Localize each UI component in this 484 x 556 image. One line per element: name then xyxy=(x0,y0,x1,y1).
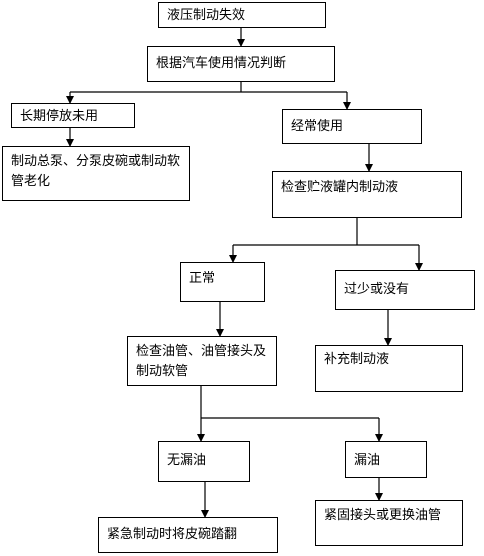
node-check-lines: 检查油管、油管接头及制动软管 xyxy=(127,336,277,386)
node-leak: 漏油 xyxy=(345,441,427,478)
node-low-or-none: 过少或没有 xyxy=(335,270,475,310)
node-long-unused: 长期停放未用 xyxy=(11,103,135,128)
node-tighten-replace: 紧固接头或更换油管 xyxy=(315,500,463,546)
node-normal: 正常 xyxy=(180,262,265,302)
node-refill: 补充制动液 xyxy=(315,345,463,392)
node-often-used: 经常使用 xyxy=(282,109,422,144)
node-judge: 根据汽车使用情况判断 xyxy=(147,46,335,82)
node-aging: 制动总泵、分泵皮碗或制动软管老化 xyxy=(2,146,190,201)
node-root: 液压制动失效 xyxy=(158,2,326,28)
node-no-leak: 无漏油 xyxy=(158,441,250,482)
node-flipped-cup: 紧急制动时将皮碗踏翻 xyxy=(98,517,278,553)
node-check-reservoir: 检查贮液罐内制动液 xyxy=(272,171,462,218)
